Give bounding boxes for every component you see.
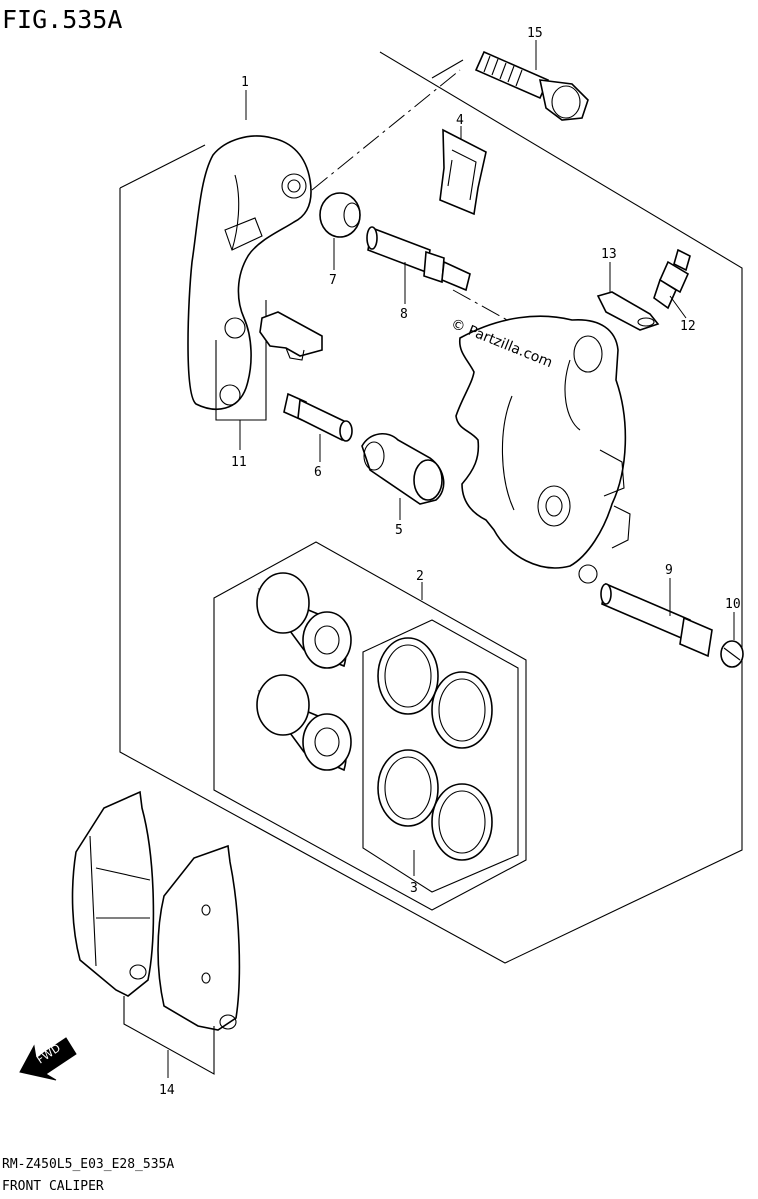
- callout-labels: 1 2 3 4 5 6 7 8 9 10 11 12 13 14 15: [159, 26, 741, 1098]
- slide-pin: [366, 226, 471, 292]
- pad-clip: [259, 311, 323, 361]
- callout-10: 10: [725, 597, 741, 612]
- bleeder-valve: [653, 248, 691, 310]
- figure-caption: FRONT CALIPER: [2, 1179, 104, 1194]
- callout-14: 14: [159, 1083, 175, 1098]
- caliper-bracket: [187, 135, 312, 421]
- pad-spring: [439, 128, 487, 216]
- seal-set: [377, 637, 493, 861]
- callout-12: 12: [680, 319, 696, 334]
- pad-pin: [600, 582, 713, 658]
- callout-11: 11: [231, 455, 247, 470]
- callout-7: 7: [329, 273, 337, 288]
- callout-2: 2: [416, 569, 424, 584]
- callout-9: 9: [665, 563, 673, 578]
- callout-5: 5: [395, 523, 403, 538]
- brake-pads: [71, 790, 241, 1075]
- callout-6: 6: [314, 465, 322, 480]
- piston-seal-frame: [213, 541, 527, 911]
- plug: [720, 640, 744, 668]
- callout-8: 8: [400, 307, 408, 322]
- callout-3: 3: [410, 881, 418, 896]
- caliper-body: [455, 315, 631, 584]
- callout-13: 13: [601, 247, 617, 262]
- bleeder-cap: [596, 291, 660, 331]
- leader-lines: [167, 40, 735, 1078]
- boot: [361, 433, 445, 505]
- figure-title: FIG.535A: [2, 5, 122, 34]
- callout-4: 4: [456, 113, 464, 128]
- callout-1: 1: [241, 75, 249, 90]
- boot-small: [319, 192, 361, 238]
- model-code: RM-Z450L5_E03_E28_535A: [2, 1157, 174, 1172]
- callout-15: 15: [527, 26, 543, 41]
- forward-direction-arrow-icon: FWD: [19, 1037, 77, 1081]
- pin: [283, 392, 353, 442]
- mounting-bolt: [474, 50, 589, 121]
- piston-set: [256, 572, 352, 772]
